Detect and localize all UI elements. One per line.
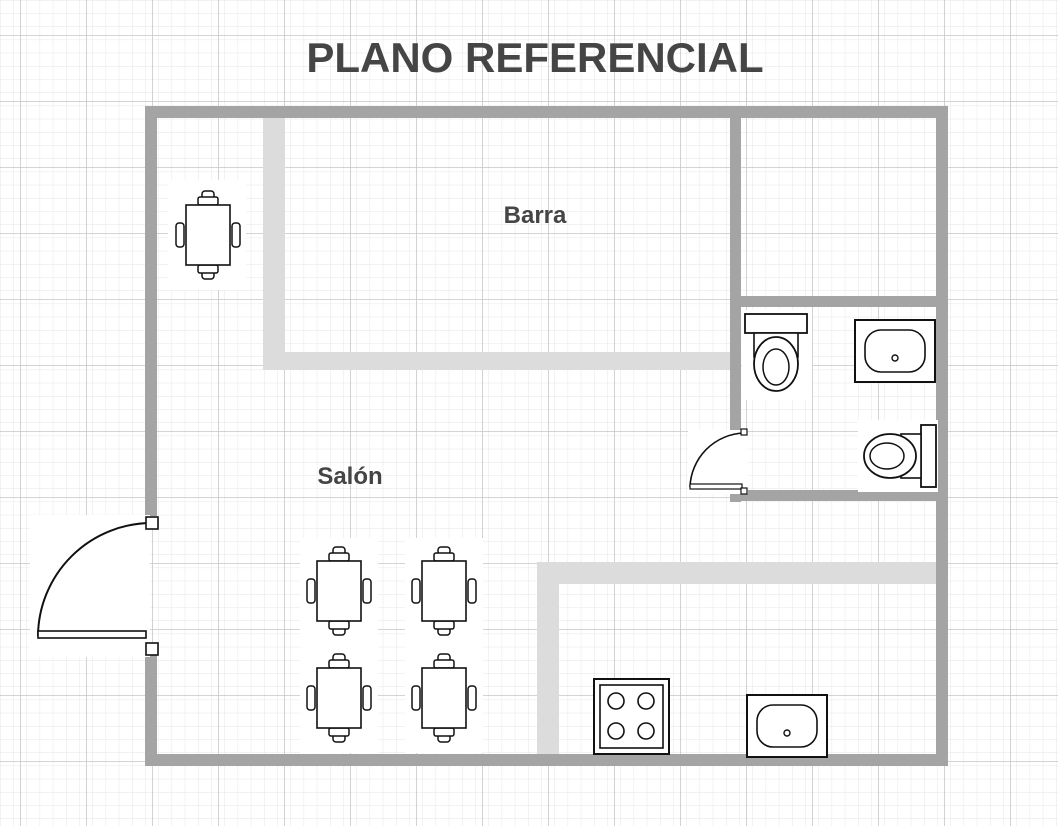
table-with-chairs-icon (405, 645, 483, 753)
exterior-walls (145, 106, 948, 766)
table-with-chairs-icon (405, 538, 483, 646)
interior-partitions (263, 108, 937, 760)
room-label-salon: Salón (317, 463, 382, 490)
room-label-barra: Barra (504, 202, 567, 229)
entrance-door (30, 515, 159, 657)
sink-icon (854, 319, 936, 383)
plan-title: PLANO REFERENCIAL (306, 34, 763, 81)
bathroom-door (688, 428, 748, 495)
toilet-icon (858, 420, 938, 492)
toilet-icon (742, 310, 812, 400)
table-with-chairs-icon (168, 180, 246, 290)
sink-icon (746, 694, 828, 758)
table-with-chairs-icon (300, 538, 378, 646)
table-with-chairs-icon (300, 645, 378, 753)
stove-icon (593, 678, 670, 755)
